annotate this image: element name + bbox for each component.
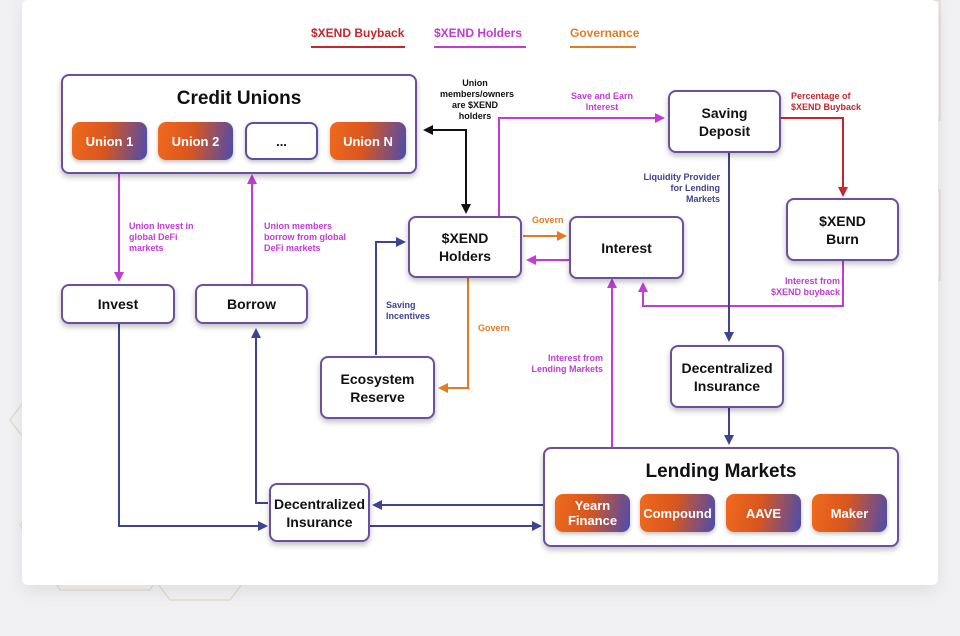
label-union-invest: Union Invest in global DeFi markets [129, 221, 194, 253]
credit-unions-title: Credit Unions [176, 88, 302, 109]
edge-govern-reserve [438, 278, 469, 393]
legend-governance-line [570, 46, 636, 48]
label-interest-lending: Interest from Lending Markets [531, 353, 603, 374]
aave-chip[interactable]: AAVE [726, 494, 801, 532]
label-liquidity-provider: Liquidity Provider for Lending Markets [643, 172, 720, 204]
edge-insurance-to-borrow [251, 328, 268, 504]
label-saving-incentives: Saving Incentives [386, 300, 431, 321]
label-save-earn: Save and Earn Interest [570, 91, 634, 112]
edge-invest-to-insurance [118, 324, 268, 531]
saving-deposit-box[interactable]: Saving Deposit [668, 90, 781, 153]
label-pct-buyback: Percentage of $XEND Buyback [791, 91, 862, 112]
maker-chip[interactable]: Maker [812, 494, 887, 532]
label-union-borrow: Union members borrow from global DeFi ma… [264, 221, 346, 253]
legend-holders-text: $XEND Holders [434, 26, 523, 40]
interest-box[interactable]: Interest [569, 216, 684, 279]
label-govern-bottom: Govern [478, 323, 510, 333]
yearn-finance-chip[interactable]: Yearn Finance [555, 494, 630, 532]
legend-governance: Governance [570, 26, 640, 48]
edge-members-holders [423, 125, 471, 214]
xend-burn-box[interactable]: $XEND Burn [786, 198, 899, 261]
label-interest-buyback: Interest from $XEND buyback [770, 276, 840, 297]
compound-chip[interactable]: Compound [640, 494, 715, 532]
decentralized-insurance-left-box[interactable]: Decentralized Insurance [269, 483, 370, 542]
legend-holders-line [434, 46, 526, 48]
edge-interest-from-buyback [638, 261, 844, 307]
label-govern-top: Govern [532, 215, 564, 225]
edge-save-earn [498, 113, 665, 216]
legend-buyback-line [311, 46, 405, 48]
invest-box[interactable]: Invest [61, 284, 175, 324]
union-2-chip[interactable]: Union 2 [158, 122, 233, 160]
legend-governance-text: Governance [570, 26, 640, 40]
borrow-box[interactable]: Borrow [195, 284, 308, 324]
label-members-holders: Union members/owners are $XEND holders [440, 78, 515, 121]
union-ellipsis-chip[interactable]: ... [245, 122, 318, 160]
union-1-chip[interactable]: Union 1 [72, 122, 147, 160]
edge-saving-incentives [375, 237, 406, 355]
decentralized-insurance-right-box[interactable]: Decentralized Insurance [670, 345, 784, 408]
legend-buyback-text: $XEND Buyback [311, 26, 405, 40]
union-n-chip[interactable]: Union N [330, 122, 406, 160]
legend-holders: $XEND Holders [434, 26, 526, 48]
lending-markets-title: Lending Markets [645, 461, 797, 482]
legend-buyback: $XEND Buyback [311, 26, 405, 48]
ecosystem-reserve-box[interactable]: Ecosystem Reserve [320, 356, 435, 419]
xend-holders-box[interactable]: $XEND Holders [408, 216, 522, 278]
edge-buyback-burn [781, 117, 848, 197]
